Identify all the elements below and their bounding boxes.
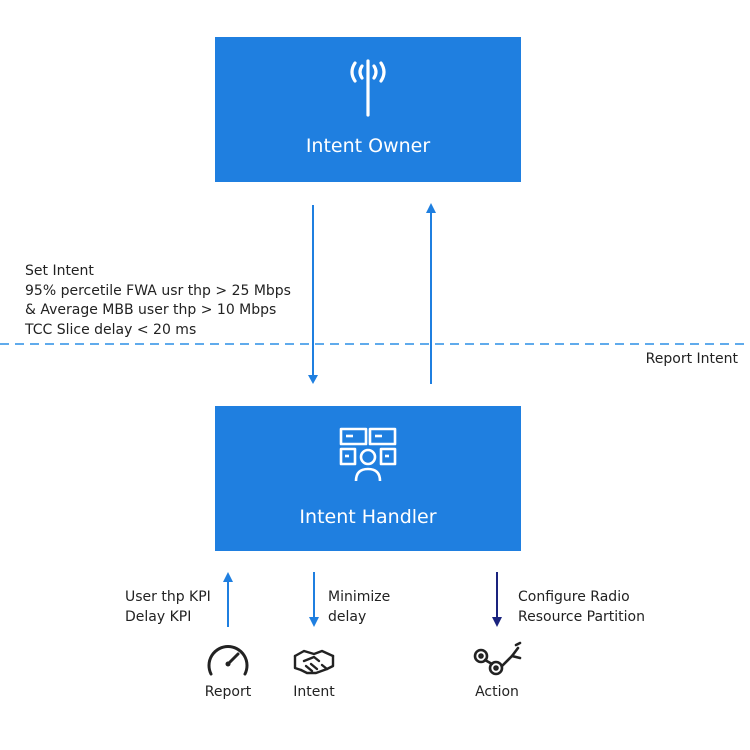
intent-owner-box: Intent Owner bbox=[215, 37, 521, 182]
set-intent-line: Set Intent bbox=[25, 263, 94, 279]
configure-text: Configure Radio Resource Partition bbox=[518, 588, 645, 627]
minimize-line: Minimize bbox=[328, 589, 391, 605]
minimize-delay-arrow bbox=[309, 572, 319, 627]
set-intent-line: & Average MBB user thp > 10 Mbps bbox=[25, 302, 277, 318]
report-intent-label: Report Intent bbox=[645, 351, 738, 367]
robot-arm-icon bbox=[473, 641, 522, 676]
set-intent-line: TCC Slice delay < 20 ms bbox=[25, 321, 197, 338]
action-label: Action bbox=[475, 684, 519, 700]
control-panel-person-icon bbox=[339, 427, 397, 482]
set-intent-line: 95% percetile FWA usr thp > 25 Mbps bbox=[25, 282, 291, 299]
minimize-delay-text: Minimize delay bbox=[328, 588, 390, 627]
set-intent-arrow bbox=[308, 205, 318, 384]
speedometer-icon bbox=[207, 645, 249, 676]
kpi-line: Delay KPI bbox=[125, 608, 192, 625]
configure-arrow bbox=[492, 572, 502, 627]
kpi-arrow bbox=[223, 572, 233, 627]
report-intent-arrow bbox=[426, 203, 436, 384]
minimize-line: delay bbox=[328, 608, 367, 625]
radio-antenna-icon bbox=[350, 59, 386, 117]
kpi-text: User thp KPI Delay KPI bbox=[125, 588, 211, 627]
intent-owner-title: Intent Owner bbox=[305, 135, 431, 157]
intent-handler-box: Intent Handler bbox=[215, 406, 521, 551]
handshake-icon bbox=[293, 649, 335, 675]
set-intent-text: Set Intent 95% percetile FWA usr thp > 2… bbox=[25, 262, 291, 340]
report-label: Report bbox=[204, 684, 252, 700]
kpi-line: User thp KPI bbox=[125, 589, 211, 605]
configure-line: Configure Radio bbox=[518, 589, 630, 605]
intent-handler-title: Intent Handler bbox=[299, 506, 437, 528]
intent-label: Intent bbox=[293, 684, 335, 700]
configure-line: Resource Partition bbox=[518, 608, 645, 625]
